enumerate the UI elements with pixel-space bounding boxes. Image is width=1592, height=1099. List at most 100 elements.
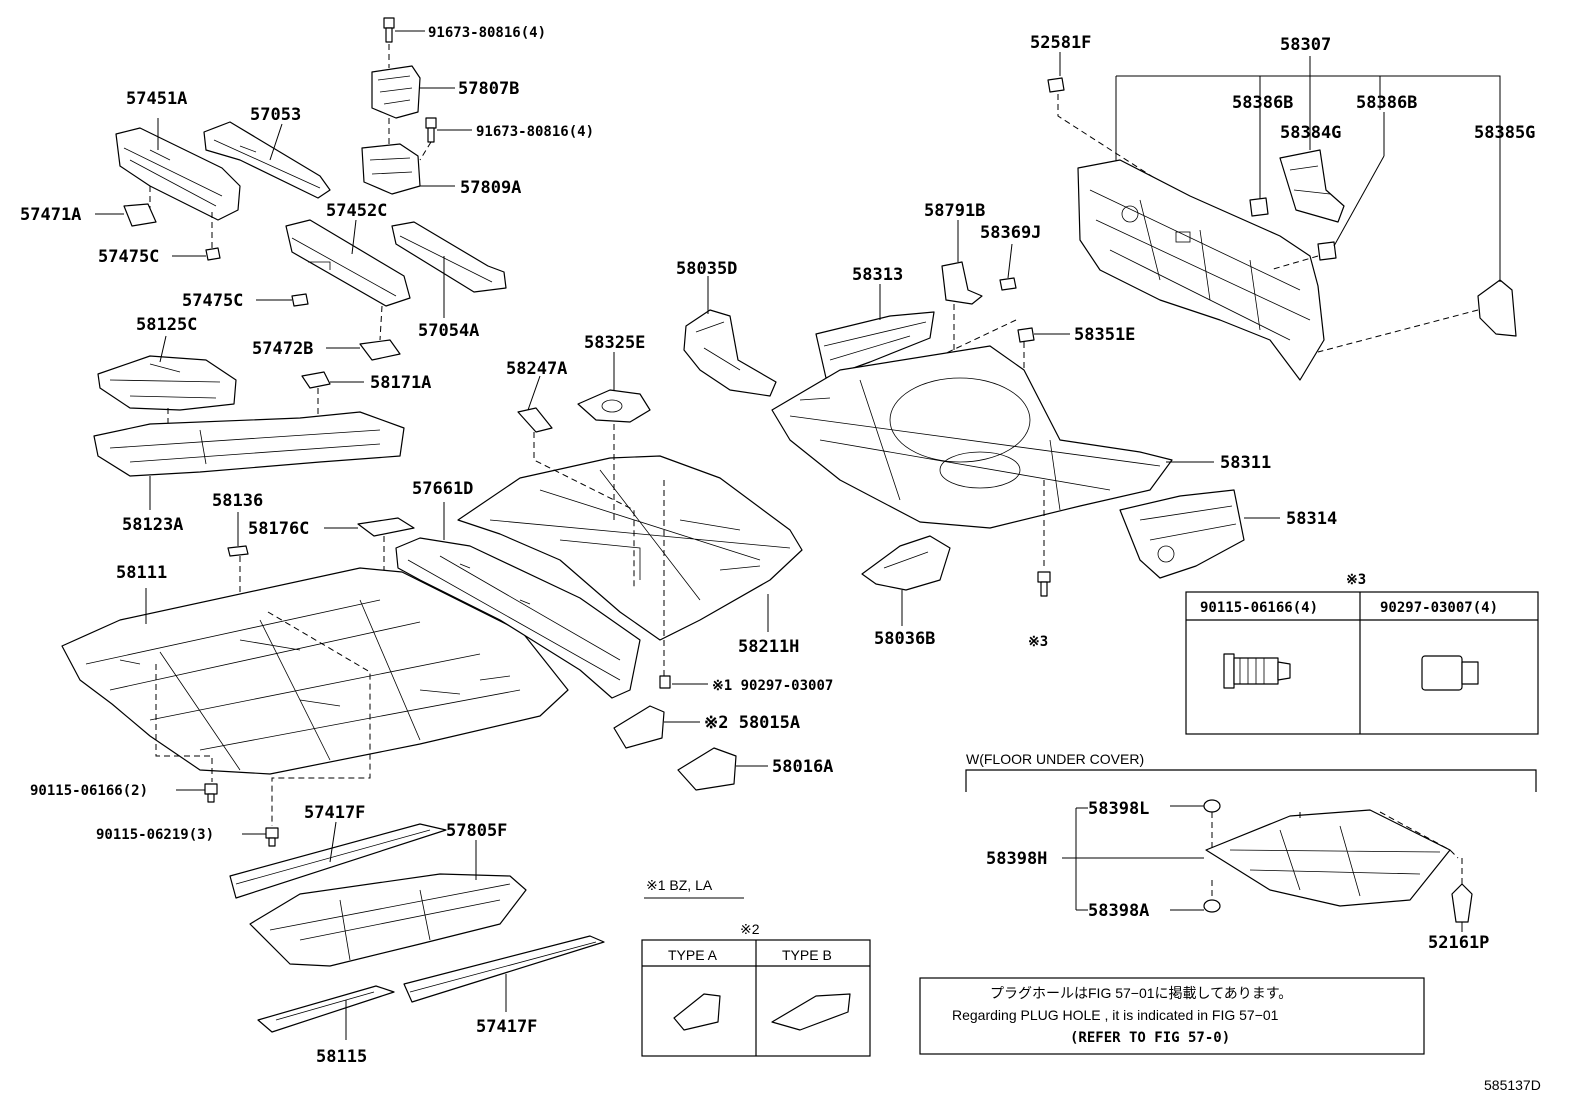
plug-note-box <box>919 977 1425 1055</box>
label-58311: 58311 <box>1220 453 1271 473</box>
bracket-58314 <box>1119 489 1280 579</box>
bolt-illustration-b <box>1421 655 1479 691</box>
bracket-57472B <box>326 339 401 361</box>
cover-58015A <box>613 705 700 749</box>
label-58115: 58115 <box>316 1047 367 1067</box>
label-58386B-b: 58386B <box>1356 93 1417 113</box>
label-57805F: 57805F <box>446 821 507 841</box>
label-58314: 58314 <box>1286 509 1337 529</box>
figure-code: 585137D <box>1484 1077 1541 1093</box>
note3-col2: 90297-03007(4) <box>1380 600 1498 616</box>
plug-note-line2: Regarding PLUG HOLE , it is indicated in… <box>952 1007 1279 1023</box>
label-58035D: 58035D <box>676 259 737 279</box>
note2-box <box>641 939 871 1057</box>
rear-floor-pan-58311 <box>771 345 1214 529</box>
clip-57475C-b <box>256 293 309 307</box>
label-58307: 58307 <box>1280 35 1331 55</box>
bolt-91673-mid <box>419 117 472 161</box>
label-58384G: 58384G <box>1280 123 1341 143</box>
note2-mark: ※2 <box>740 921 760 937</box>
label-90115-06166-2: 90115-06166(2) <box>30 783 148 799</box>
label-57475C-a: 57475C <box>98 247 159 267</box>
label-58171A: 58171A <box>370 373 431 393</box>
label-90297-03007: ※1 90297-03007 <box>712 678 833 694</box>
label-58313: 58313 <box>852 265 903 285</box>
label-52161P: 52161P <box>1428 933 1489 953</box>
back-panel-58307 <box>1077 159 1325 381</box>
label-ref3: ※3 <box>1028 634 1048 650</box>
clip-58398L <box>1203 799 1221 848</box>
sill-57417F-a <box>229 821 447 899</box>
label-52581F: 52581F <box>1030 33 1091 53</box>
label-58369J: 58369J <box>980 223 1041 243</box>
note3-mark: ※3 <box>1346 572 1366 588</box>
clip-52161P <box>1451 858 1473 932</box>
label-58111: 58111 <box>116 563 167 583</box>
label-58386B-a: 58386B <box>1232 93 1293 113</box>
label-58016A: 58016A <box>772 757 833 777</box>
label-58247A: 58247A <box>506 359 567 379</box>
label-57054A: 57054A <box>418 321 479 341</box>
bracket-57807B <box>371 65 455 145</box>
label-58385G: 58385G <box>1474 123 1535 143</box>
bolt-ref3 <box>1037 571 1051 597</box>
bracket-58247A <box>517 375 635 590</box>
member-57451A <box>115 118 241 248</box>
member-57053 <box>203 121 331 199</box>
label-91673-80816-top: 91673-80816(4) <box>428 25 546 41</box>
bolt-90115-06166 <box>176 783 218 803</box>
label-57475C-b: 57475C <box>182 291 243 311</box>
under-cover-58398H <box>1205 808 1459 907</box>
member-57805F <box>249 840 527 967</box>
label-57472B: 57472B <box>252 339 313 359</box>
label-58325E: 58325E <box>584 333 645 353</box>
bracket-57809A <box>361 143 455 195</box>
member-58115 <box>257 985 395 1040</box>
bolt-91673-top <box>383 17 425 68</box>
label-57807B: 57807B <box>458 79 519 99</box>
bolt-illustration-a <box>1223 653 1291 689</box>
cover-58325E <box>577 352 651 520</box>
bracket-57471A <box>95 203 157 227</box>
label-58015A: ※2 58015A <box>704 713 800 733</box>
note2-col2: TYPE B <box>782 947 832 963</box>
bracket-58384G <box>1279 56 1345 223</box>
label-58398H: 58398H <box>986 849 1047 869</box>
bracket-58171A <box>301 371 364 420</box>
label-91673-80816-mid: 91673-80816(4) <box>476 124 594 140</box>
clip-58369J <box>999 243 1017 291</box>
clip-58398A <box>1203 880 1221 913</box>
bracket-58385G <box>1317 76 1517 353</box>
note1-text: ※1 BZ, LA <box>646 877 713 893</box>
label-57417F-a: 57417F <box>304 803 365 823</box>
note2-col1: TYPE A <box>668 947 718 963</box>
floor-pan-58111 <box>61 567 569 775</box>
label-58791B: 58791B <box>924 201 985 221</box>
label-57452C: 57452C <box>326 201 387 221</box>
label-58123A: 58123A <box>122 515 183 535</box>
label-58036B: 58036B <box>874 629 935 649</box>
label-57053: 57053 <box>250 105 301 125</box>
label-90115-06219-3: 90115-06219(3) <box>96 827 214 843</box>
note3-col1: 90115-06166(4) <box>1200 600 1318 616</box>
bracket-58036B <box>861 535 951 626</box>
panel-58125C <box>97 335 237 446</box>
note3-box <box>1185 591 1539 735</box>
label-58176C: 58176C <box>248 519 309 539</box>
cover-title: W(FLOOR UNDER COVER) <box>966 751 1144 767</box>
label-58136: 58136 <box>212 491 263 511</box>
label-57661D: 57661D <box>412 479 473 499</box>
clip-58386B-b <box>1317 112 1385 261</box>
clip-58386B-a <box>1249 112 1269 217</box>
member-58123A <box>93 411 405 510</box>
label-57471A: 57471A <box>20 205 81 225</box>
cover-58016A <box>677 747 768 791</box>
label-57417F-b: 57417F <box>476 1017 537 1037</box>
part-labels: 91673-80816(4) 57807B 91673-80816(4) 578… <box>20 25 1535 1067</box>
rocker-57661D <box>395 502 641 699</box>
plug-note-line1: プラグホールはFIG 57−01に掲載してあります。 <box>990 985 1292 1001</box>
clip-57475C-a <box>172 247 221 261</box>
label-58351E: 58351E <box>1074 325 1135 345</box>
member-57452C <box>285 219 411 341</box>
